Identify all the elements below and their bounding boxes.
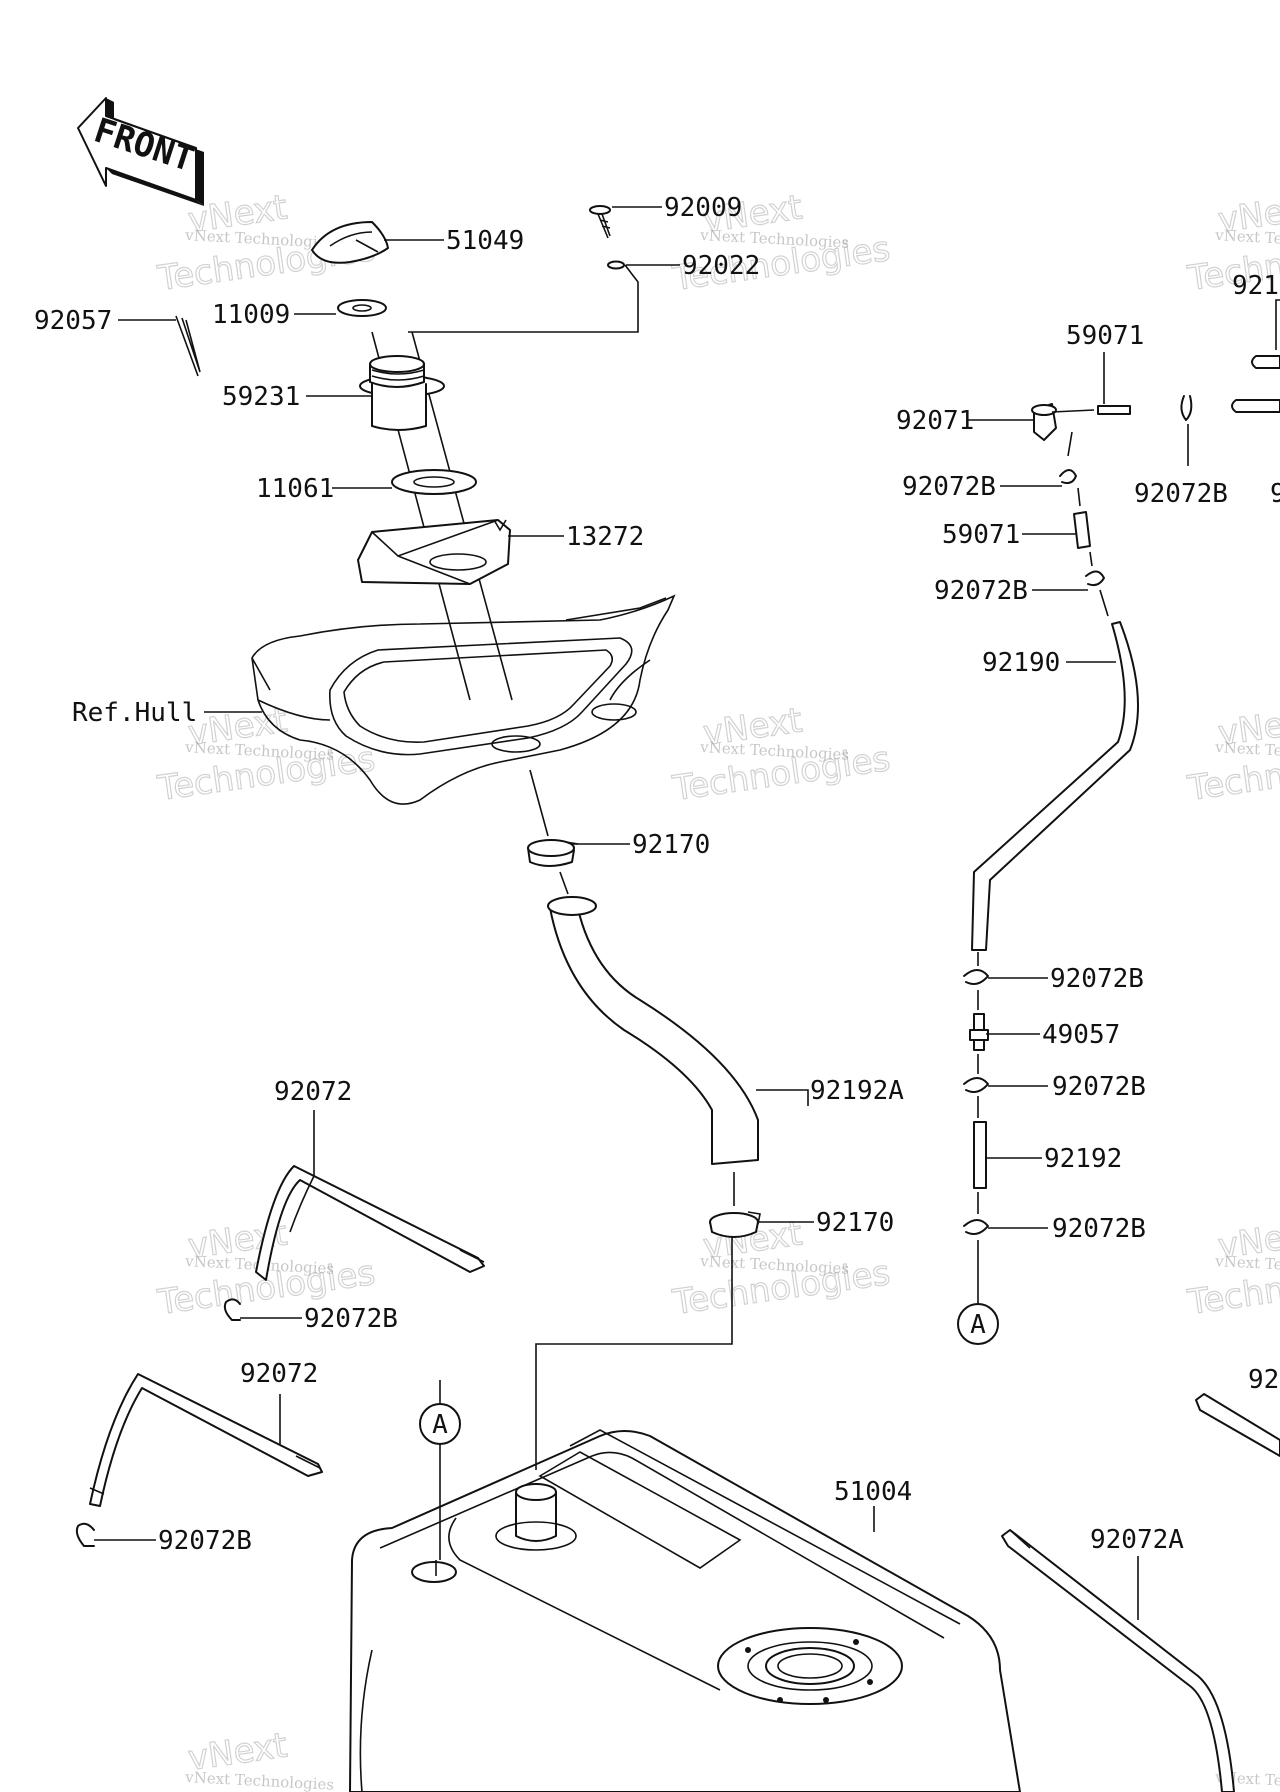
marker-a-label: A	[970, 1310, 986, 1340]
label-92072b-d: 92072B	[1050, 964, 1144, 994]
part-92072b-clip-f	[963, 1219, 989, 1235]
label-cut-921: 921	[1232, 271, 1279, 301]
part-92072-strap-lower	[89, 1373, 323, 1507]
part-partial-tube-right	[1251, 355, 1280, 369]
label-92057: 92057	[34, 306, 112, 336]
part-92057-cord	[175, 315, 201, 377]
label-11061: 11061	[256, 474, 334, 504]
label-59071-top: 59071	[1066, 321, 1144, 351]
label-92072-lower: 92072	[240, 1359, 318, 1389]
label-92022: 92022	[682, 251, 760, 281]
part-partial-hose-right	[1231, 399, 1280, 413]
part-92072b-clip-e	[963, 1077, 989, 1093]
label-59071-mid: 59071	[942, 520, 1020, 550]
part-92072b-clip-a	[1059, 469, 1077, 485]
label-59231: 59231	[222, 382, 300, 412]
part-13272-plate	[357, 519, 511, 585]
watermark-lower-right: vNext Technologies vNext Technologies	[1184, 1213, 1280, 1324]
part-92009-screw	[589, 205, 611, 239]
part-92170-clamp-top	[527, 839, 579, 867]
label-92009: 92009	[664, 193, 742, 223]
label-92072b-lower: 92072B	[158, 1526, 252, 1556]
part-59071-tube-top	[1097, 405, 1131, 415]
label-cut-9: 9	[1270, 479, 1280, 509]
part-partial-strap-right	[1195, 1393, 1280, 1457]
label-cut-92: 92	[1248, 1365, 1279, 1395]
part-11009-hole	[352, 304, 372, 312]
part-92190-tube	[971, 621, 1139, 951]
watermark-mid-right: vNext Technologies vNext Technologies	[1184, 700, 1280, 810]
part-92072a-strap	[1001, 1529, 1235, 1792]
label-92170-bottom: 92170	[816, 1208, 894, 1238]
label-92192a: 92192A	[810, 1076, 904, 1106]
part-92170-clamp-bottom	[709, 1211, 761, 1238]
part-92072-strap-upper	[255, 1165, 485, 1281]
label-92072a: 92072A	[1090, 1525, 1184, 1555]
part-92071-fitting	[1031, 403, 1095, 441]
label-51004: 51004	[834, 1477, 912, 1507]
label-92072b-upper: 92072B	[304, 1304, 398, 1334]
watermark-mid-center: vNext Technologies vNext Technologies	[669, 700, 893, 810]
label-11009: 11009	[212, 300, 290, 330]
part-49057-joint	[969, 1013, 989, 1051]
marker-a-label: A	[432, 1410, 448, 1440]
ref-hull-label: Ref.Hull	[72, 698, 197, 728]
watermark-bottom-left: vNext vNext Technologies	[184, 1725, 335, 1792]
part-labels: 92009 92022 51049 11009 92057 59231 1106…	[34, 193, 1280, 1556]
part-92072b-clip-upper	[223, 1298, 241, 1321]
label-92071: 92071	[896, 406, 974, 436]
part-59071-tube-mid	[1073, 511, 1091, 549]
label-51049: 51049	[446, 226, 524, 256]
part-92022-washer	[607, 260, 625, 270]
marker-a-circle	[957, 1303, 999, 1345]
marker-a-circle	[419, 1403, 461, 1445]
part-59231-filler-neck	[359, 355, 445, 431]
part-92192a-hose	[547, 896, 759, 1165]
label-92072-upper: 92072	[274, 1077, 352, 1107]
watermark-small-text: vNext Technologies	[184, 1768, 335, 1792]
leader-92022	[408, 264, 639, 333]
part-92072b-clip-lower	[75, 1522, 95, 1547]
part-11061-hole	[413, 476, 455, 488]
connector-lines-center	[529, 769, 735, 1470]
part-51004-fuel-tank	[349, 1429, 1021, 1792]
label-92072b-e: 92072B	[1052, 1072, 1146, 1102]
part-11061-gasket	[391, 469, 477, 495]
part-92072b-clip-c	[1085, 570, 1105, 587]
connector-lines	[977, 431, 1109, 1306]
label-92072b-a: 92072B	[902, 472, 996, 502]
label-92072b-b: 92072B	[1134, 479, 1228, 509]
label-49057: 49057	[1042, 1020, 1120, 1050]
ref-hull-outline	[251, 594, 676, 805]
part-92192-hose	[973, 1121, 987, 1189]
label-92170-top: 92170	[632, 830, 710, 860]
label-92072b-c: 92072B	[934, 576, 1028, 606]
part-51049-filler-cap	[311, 221, 389, 264]
part-92072b-clip-d	[963, 969, 989, 985]
label-92190: 92190	[982, 648, 1060, 678]
label-13272: 13272	[566, 522, 644, 552]
part-92072b-clip-top	[1180, 395, 1193, 421]
label-92192: 92192	[1044, 1144, 1122, 1174]
part-11009-washer	[337, 299, 387, 317]
front-arrow-icon: FRONT	[77, 97, 204, 206]
label-92072b-f: 92072B	[1052, 1214, 1146, 1244]
leader-lines	[94, 206, 1280, 1620]
